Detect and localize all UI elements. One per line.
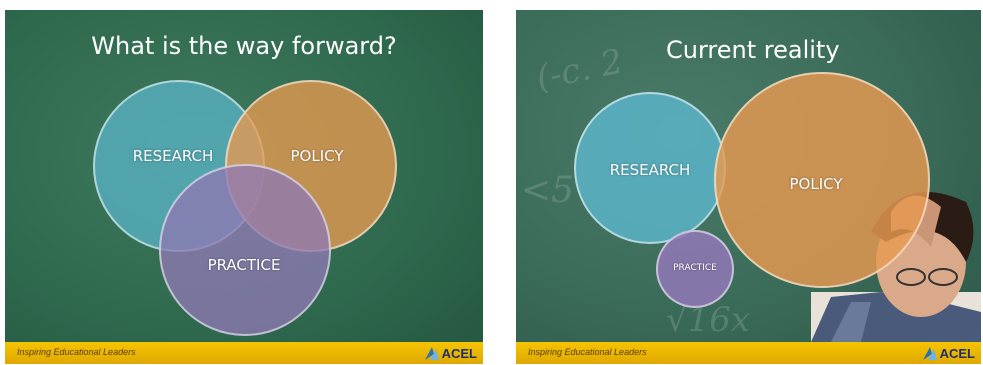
policy-label: POLICY <box>290 147 344 165</box>
chalk-scribble: <5 <box>521 170 575 211</box>
research-label: RESEARCH <box>132 147 214 165</box>
practice-label: PRACTICE <box>673 263 717 273</box>
slide-footer: Inspiring Educational Leaders ACEL <box>5 342 483 364</box>
practice-label: PRACTICE <box>207 256 281 274</box>
research-label: RESEARCH <box>609 161 691 179</box>
chalk-scribble: (-c. 2 <box>532 41 627 99</box>
acel-logo: ACEL <box>922 344 975 362</box>
slide-title: Current reality <box>666 36 840 64</box>
acel-logo-icon <box>424 345 440 361</box>
footer-tagline: Inspiring Educational Leaders <box>17 347 136 357</box>
footer-tagline: Inspiring Educational Leaders <box>528 347 647 357</box>
policy-circle <box>714 72 930 288</box>
slide-footer: Inspiring Educational Leaders ACEL <box>516 342 981 364</box>
practice-circle <box>159 164 331 336</box>
acel-logo-text: ACEL <box>441 345 477 361</box>
slide-title: What is the way forward? <box>91 32 397 60</box>
acel-logo-icon <box>922 345 938 361</box>
chalk-scribble: √16x <box>666 300 751 340</box>
acel-logo: ACEL <box>424 344 477 362</box>
slide-way-forward: What is the way forward? RESEARCH POLICY… <box>5 10 483 364</box>
practice-circle <box>656 230 734 308</box>
research-circle <box>574 92 726 244</box>
slide-current-reality: (-c. 2 <5 √16x Current reality RESEARCH … <box>516 10 981 364</box>
acel-logo-text: ACEL <box>939 345 975 361</box>
policy-label: POLICY <box>789 175 843 193</box>
